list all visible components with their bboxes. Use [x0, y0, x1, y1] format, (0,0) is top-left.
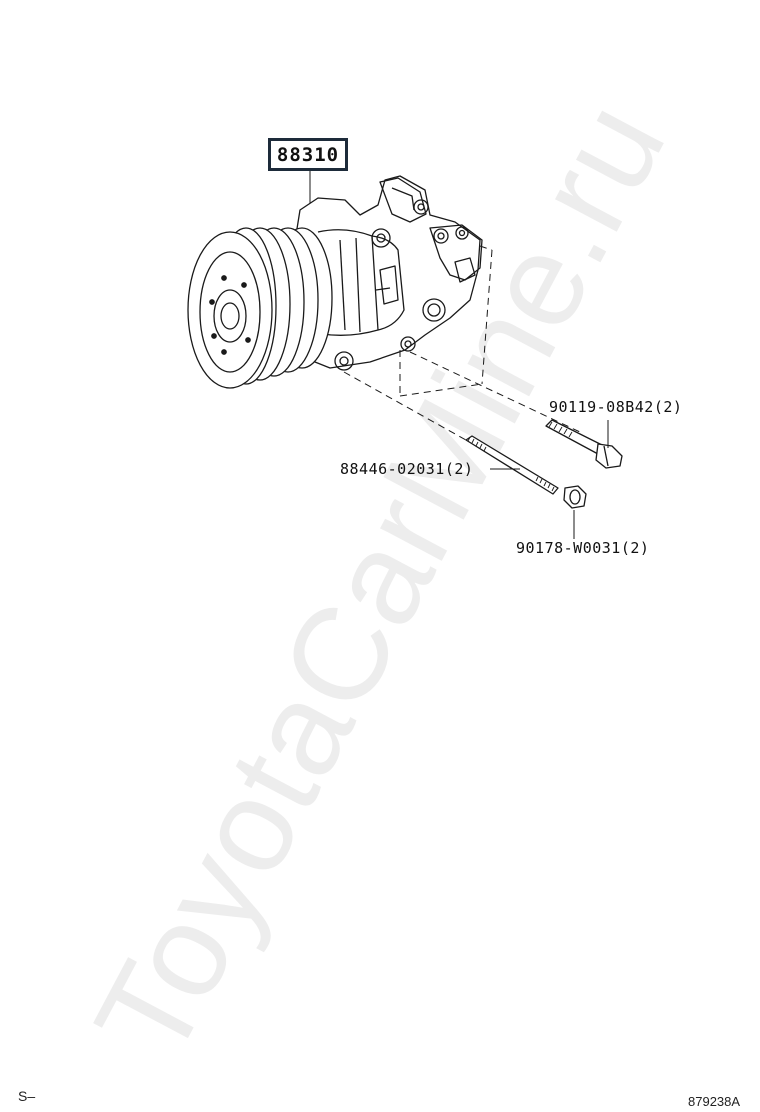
part-label-bolt[interactable]: 90119-08B42(2) — [549, 398, 683, 416]
main-part-number[interactable]: 88310 — [268, 138, 348, 171]
part-label-nut[interactable]: 90178-W0031(2) — [516, 539, 650, 557]
flange-bolt-icon — [545, 419, 623, 469]
illustration-number: 879238A — [688, 1094, 741, 1109]
stud-bolt-icon — [465, 435, 559, 495]
footer-left-code: S– — [18, 1088, 36, 1104]
part-label-stud[interactable]: 88446-02031(2) — [340, 460, 474, 478]
compressor-icon — [187, 175, 483, 389]
nut-icon — [563, 485, 587, 509]
